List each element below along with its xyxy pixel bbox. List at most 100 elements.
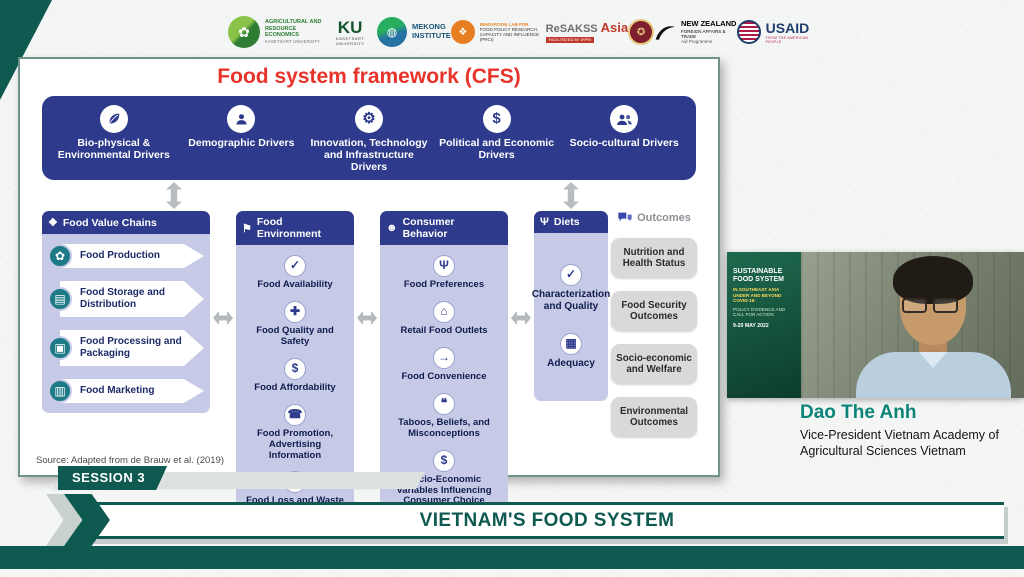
drivers-banner: Bio-physical & Environmental Drivers Dem… <box>42 96 696 180</box>
flag-icon: ⚑ <box>242 222 252 235</box>
column-header: ⚑ Food Environment <box>236 211 354 245</box>
fork-icon: Ψ <box>540 216 549 228</box>
driver-label: Socio-cultural Drivers <box>569 137 679 149</box>
logo-text: Asia <box>600 19 629 35</box>
list-item: ⌂ Retail Food Outlets <box>386 300 502 337</box>
vertical-double-arrow <box>563 182 579 209</box>
emblem-icon: ✪ <box>628 19 655 45</box>
logo-text: FOREIGN AFFAIRS & TRADE <box>681 28 726 39</box>
speech-bubble-icon: ❝ <box>433 392 455 415</box>
silver-fern-icon <box>655 26 676 40</box>
column-food-value-chains: ❖ Food Value Chains ✿ Food Production ▤ … <box>42 211 210 413</box>
person-head-icon: ☻ <box>386 222 398 234</box>
speaker-hair <box>893 256 973 304</box>
socio-economic-icon: $ <box>433 449 455 472</box>
speaker-info: Dao The Anh Vice-President Vietnam Acade… <box>800 402 1022 460</box>
diamond-icon: ❖ <box>48 217 58 229</box>
driver-label: Innovation, Technology and Infrastructur… <box>310 137 428 174</box>
outcome-box: Socio-economic and Welfare <box>611 344 697 384</box>
logo-text: INNOVATION LAB FOR <box>479 21 529 27</box>
source-citation: Source: Adapted from de Brauw et al. (20… <box>36 455 224 466</box>
utensils-icon: Ψ <box>433 255 455 277</box>
backdrop-subtitle: IN SOUTHEAST ASIA UNDER AND BEYOND COVID… <box>733 287 782 304</box>
safety-cross-icon: ✚ <box>284 300 306 323</box>
column-header: ❖ Food Value Chains <box>42 211 210 234</box>
logo-text: FACILITATED BY IFPRI <box>545 36 595 44</box>
chat-bubbles-icon <box>618 212 632 222</box>
list-item: ✓ Characterization and Quality <box>532 264 610 312</box>
grid-icon: ▦ <box>560 333 582 356</box>
title-banner: VIETNAM'S FOOD SYSTEM <box>90 502 1004 539</box>
outcomes-header: Outcomes <box>611 211 697 225</box>
logo-text: AGRICULTURAL AND <box>265 19 322 26</box>
list-item: Ψ Food Preferences <box>386 255 502 291</box>
backdrop-title: SUSTAINABLE FOOD SYSTEM <box>733 268 784 284</box>
ku-logo: KU KASETSART UNIVERSITY <box>323 18 377 47</box>
logo-text: KASETSART UNIVERSITY <box>265 39 320 45</box>
list-item: ❝ Taboos, Beliefs, and Misconceptions <box>386 392 502 440</box>
retail-store-icon: ⌂ <box>433 300 455 323</box>
column-header: ☻ Consumer Behavior <box>380 211 508 245</box>
packaging-icon: ▣ <box>48 336 72 360</box>
logo-text: MEKONG <box>412 22 446 32</box>
column-header: Ψ Diets <box>534 211 608 233</box>
logo-text: KU <box>337 17 363 37</box>
logo-text: INSTITUTE <box>412 31 451 40</box>
check-circle-icon: ✓ <box>284 255 306 277</box>
dollar-icon: $ <box>284 357 306 380</box>
list-item: ▣ Food Processing and Packaging <box>48 330 204 366</box>
list-item: $ Food Affordability <box>242 357 348 394</box>
list-item: ✚ Food Quality and Safety <box>242 300 348 348</box>
outcome-box: Food Security Outcomes <box>611 291 697 331</box>
prci-logo: ❖ INNOVATION LAB FOR FOOD POLICY RESEARC… <box>450 20 546 44</box>
leaf-logo-icon: ✿ <box>228 16 260 48</box>
usaid-logo: USAID FROM THE AMERICAN PEOPLE <box>736 20 818 45</box>
outcomes-column: Outcomes Nutrition and Health Status Foo… <box>611 211 697 437</box>
people-icon <box>610 105 639 133</box>
logo-text: RESOURCE ECONOMICS <box>265 25 299 39</box>
list-item: ☎ Food Promotion, Advertising Informatio… <box>242 403 348 462</box>
left-right-arrow <box>511 311 531 325</box>
backdrop-subtitle: POLICY EVIDENCE AND CALL FOR ACTION <box>733 306 786 318</box>
column-diets: Ψ Diets ✓ Characterization and Quality ▦… <box>532 211 610 401</box>
mekong-institute-logo: ◍ MEKONG INSTITUTE <box>377 17 451 47</box>
partner-logo-bar: ✿ AGRICULTURAL AND RESOURCE ECONOMICS KA… <box>228 8 818 56</box>
check-circle-icon: ✓ <box>560 264 582 287</box>
list-item: ▤ Food Storage and Distribution <box>48 281 204 317</box>
agri-resource-economics-logo: ✿ AGRICULTURAL AND RESOURCE ECONOMICS KA… <box>228 16 323 48</box>
outcome-box: Environmental Outcomes <box>611 397 697 437</box>
driver-label: Demographic Drivers <box>188 137 295 149</box>
speaker-name: Dao The Anh <box>800 402 917 423</box>
storage-boxes-icon: ▤ <box>48 287 72 311</box>
list-item: ✿ Food Production <box>48 244 204 268</box>
list-item: → Food Convenience <box>386 346 502 383</box>
plant-icon: ✿ <box>48 244 72 268</box>
speaker-glasses <box>902 298 964 313</box>
logo-text: FOOD POLICY RESEARCH, <box>479 26 538 32</box>
speaker-video: SUSTAINABLE FOOD SYSTEM IN SOUTHEAST ASI… <box>727 252 1024 398</box>
leaf-icon <box>99 105 128 133</box>
globe-icon: ◍ <box>377 17 408 47</box>
speaker-title: Vice-President Vietnam Academy of Agricu… <box>800 428 999 459</box>
money-icon: $ <box>482 105 511 133</box>
slide-title: Food system framework (CFS) <box>217 65 521 88</box>
bottom-bar-decoration <box>0 546 1024 569</box>
speaker-webcam <box>801 252 1024 398</box>
banner-title: VIETNAM'S FOOD SYSTEM <box>419 509 675 531</box>
logo-text: NEW ZEALAND <box>681 18 737 28</box>
driver-demographic: Demographic Drivers <box>178 105 306 149</box>
logo-text: FROM THE AMERICAN PEOPLE <box>765 36 809 45</box>
driver-political-economic: $ Political and Economic Drivers <box>433 105 561 161</box>
backdrop-dates: 9-20 MAY 2022 <box>733 322 769 329</box>
new-zealand-aid-logo: NEW ZEALAND FOREIGN AFFAIRS & TRADE Aid … <box>654 18 737 44</box>
list-item: ▦ Adequacy <box>540 333 602 370</box>
list-item: ✓ Food Availability <box>242 255 348 291</box>
conference-backdrop: SUSTAINABLE FOOD SYSTEM IN SOUTHEAST ASI… <box>727 252 801 398</box>
left-right-arrow <box>357 311 377 325</box>
driver-label: Bio-physical & Environmental Drivers <box>57 137 170 162</box>
outcome-box: Nutrition and Health Status <box>611 238 697 278</box>
left-right-arrow <box>213 311 233 325</box>
driver-label: Political and Economic Drivers <box>439 137 555 162</box>
usaid-seal-icon <box>736 20 761 44</box>
session-badge: SESSION 3 <box>58 466 168 490</box>
